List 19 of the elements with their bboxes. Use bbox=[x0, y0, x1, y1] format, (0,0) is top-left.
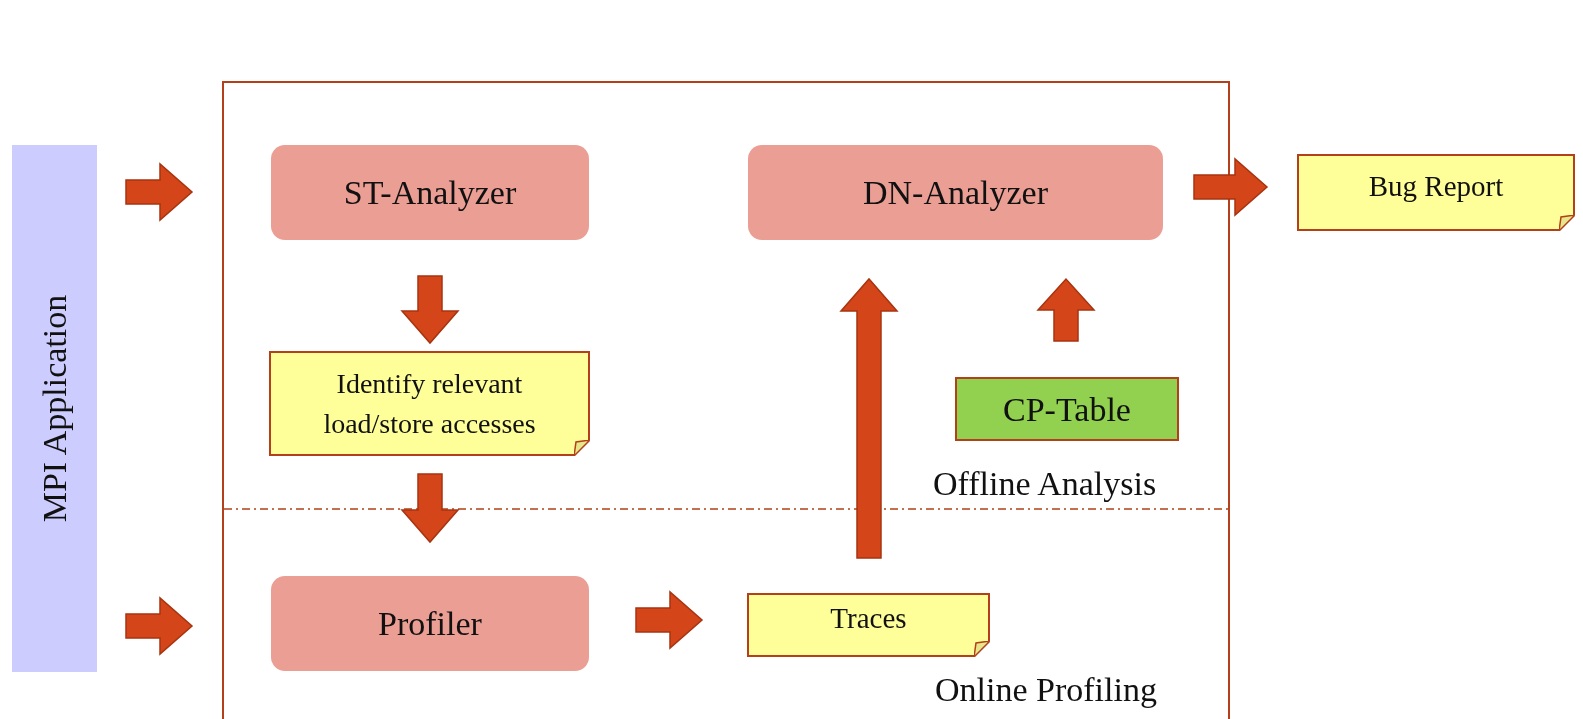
block-arrow bbox=[1036, 277, 1096, 342]
note-box: Traces bbox=[747, 593, 990, 657]
process-box: ST-Analyzer bbox=[271, 145, 589, 240]
note-box: Bug Report bbox=[1297, 154, 1575, 231]
block-arrow bbox=[125, 162, 194, 222]
region-label: Online Profiling bbox=[935, 670, 1157, 710]
process-box: Profiler bbox=[271, 576, 589, 671]
table-box: CP-Table bbox=[955, 377, 1179, 441]
region-label: Offline Analysis bbox=[933, 464, 1157, 504]
block-arrow bbox=[400, 275, 460, 345]
process-box: DN-Analyzer bbox=[748, 145, 1163, 240]
vertical-band: MPI Application bbox=[12, 145, 97, 672]
block-arrow bbox=[1193, 157, 1269, 217]
block-arrow bbox=[400, 473, 460, 544]
block-arrow bbox=[125, 596, 194, 656]
block-arrow bbox=[635, 590, 704, 650]
frame-box bbox=[222, 81, 1230, 719]
note-box: Identify relevant load/store accesses bbox=[269, 351, 590, 456]
block-arrow bbox=[839, 277, 899, 559]
